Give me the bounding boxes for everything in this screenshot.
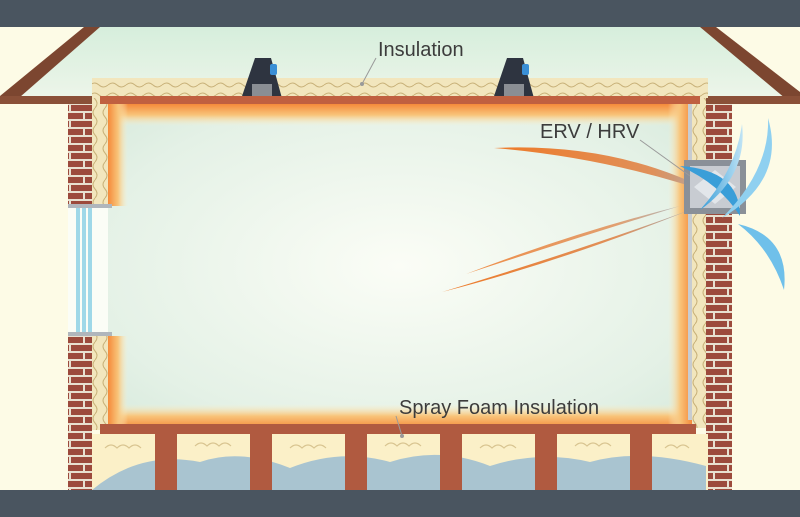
window-icon (68, 204, 112, 336)
floor-deck (100, 424, 696, 434)
brick-wall-left-upper (68, 104, 92, 206)
wall-insulation-left-lower (92, 336, 108, 430)
brick-wall-left-lower (68, 336, 92, 490)
bottom-frame (0, 490, 800, 517)
attic-insulation (92, 78, 708, 98)
insulation-label: Insulation (378, 39, 464, 61)
wall-insulation-left-upper (92, 98, 108, 206)
spray-foam-label: Spray Foam Insulation (399, 397, 600, 419)
ceiling-plate (100, 96, 700, 104)
erv-hrv-label: ERV / HRV (540, 121, 640, 143)
exhaust-airflow (442, 147, 720, 292)
leader-lines (361, 57, 691, 437)
room-interior (108, 104, 692, 428)
wall-insulation-right (692, 98, 706, 428)
top-frame (0, 0, 800, 27)
supply-airflow (680, 118, 785, 290)
interior-wall-finish (688, 104, 692, 420)
floor-joists (92, 434, 708, 490)
